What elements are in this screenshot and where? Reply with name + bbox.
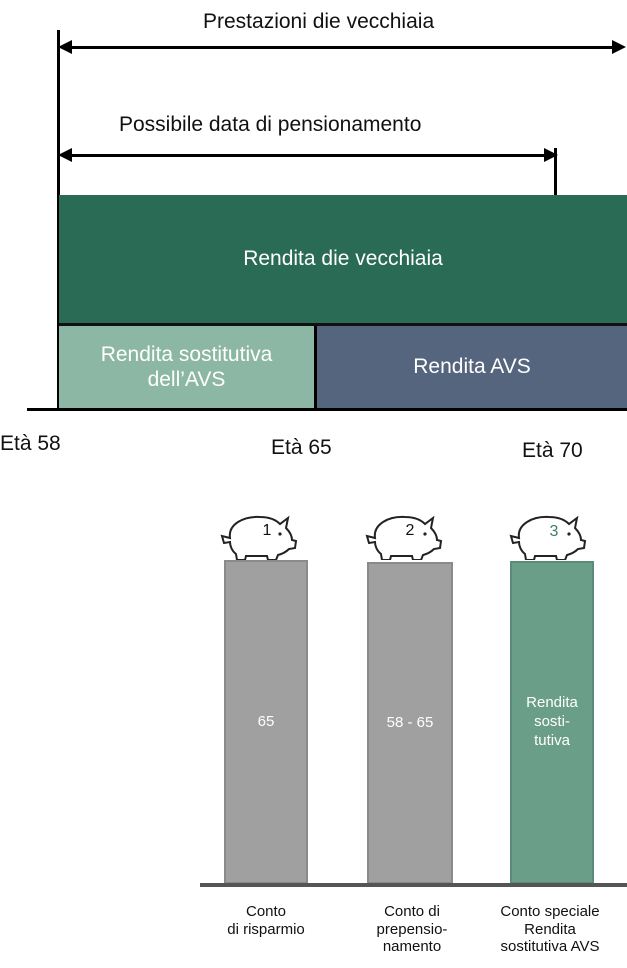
middle-arrow-line bbox=[64, 154, 548, 157]
account-3-number: 3 bbox=[549, 523, 559, 540]
age-58-label: Età 58 bbox=[0, 432, 61, 455]
account-2-caption: Conto di prepensio- namento bbox=[337, 903, 487, 956]
account-1-pillar: 65 bbox=[224, 560, 308, 884]
account-3-pillar-line2: sosti- bbox=[534, 713, 570, 731]
block-rendita-avs-label: Rendita AVS bbox=[413, 355, 531, 379]
account-2-caption-line1: Conto di bbox=[384, 903, 440, 920]
account-3-pillar: Rendita sosti- tutiva bbox=[510, 561, 594, 884]
account-3-pillar-line3: tutiva bbox=[534, 731, 570, 749]
piggy-bank-icon bbox=[509, 515, 587, 560]
age-65-label: Età 65 bbox=[271, 436, 332, 459]
block-rendita-sostitutiva: Rendita sostitutiva dell’AVS bbox=[59, 326, 314, 408]
account-1-caption-line1: Conto bbox=[245, 903, 287, 920]
account-1-caption: Conto di risparmio bbox=[191, 903, 341, 938]
middle-arrow-left-head-icon bbox=[58, 148, 72, 162]
top-arrow-label: Prestazioni die vecchiaia bbox=[203, 10, 435, 33]
account-1-pillar-text: 65 bbox=[257, 712, 275, 730]
middle-arrow-label: Possibile data di pensionamento bbox=[119, 113, 422, 136]
account-1-caption-line2: di risparmio bbox=[227, 920, 305, 938]
timeline-baseline bbox=[27, 408, 627, 411]
top-arrow-left-head-icon bbox=[58, 40, 72, 54]
block-rendita-vecchiaia-label: Rendita die vecchiaia bbox=[243, 247, 443, 271]
account-3-caption-line2: Rendita bbox=[524, 920, 576, 938]
piggy-bank-icon bbox=[220, 515, 298, 560]
accounts-baseline bbox=[200, 883, 627, 887]
account-3-caption-line1: Conto speciale bbox=[500, 903, 600, 920]
middle-arrow-end-tick bbox=[554, 148, 557, 195]
account-3-caption: Conto speciale Rendita sostitutiva AVS bbox=[475, 903, 625, 956]
account-2-pillar: 58 - 65 bbox=[367, 562, 453, 884]
timeline-axis-left bbox=[57, 30, 60, 410]
account-1-number: 1 bbox=[262, 522, 272, 539]
account-2-pillar-text: 58 - 65 bbox=[386, 713, 434, 731]
top-arrow-line bbox=[64, 46, 616, 49]
account-3-caption-line3: sostitutiva AVS bbox=[500, 938, 600, 956]
block-rendita-sostitutiva-line1: Rendita sostitutiva bbox=[100, 342, 273, 366]
age-70-label: Età 70 bbox=[522, 439, 583, 462]
block-divider bbox=[314, 326, 317, 408]
account-2-number: 2 bbox=[405, 522, 415, 539]
block-rendita-vecchiaia: Rendita die vecchiaia bbox=[59, 195, 627, 326]
account-2-caption-line3: namento bbox=[382, 938, 442, 956]
block-rendita-sostitutiva-line2: dell’AVS bbox=[147, 368, 226, 391]
account-2-caption-line2: prepensio- bbox=[376, 920, 448, 938]
account-3-pillar-line1: Rendita bbox=[526, 694, 578, 712]
top-arrow-right-head-icon bbox=[612, 40, 626, 54]
block-rendita-avs: Rendita AVS bbox=[317, 326, 627, 408]
piggy-bank-icon bbox=[365, 515, 443, 560]
